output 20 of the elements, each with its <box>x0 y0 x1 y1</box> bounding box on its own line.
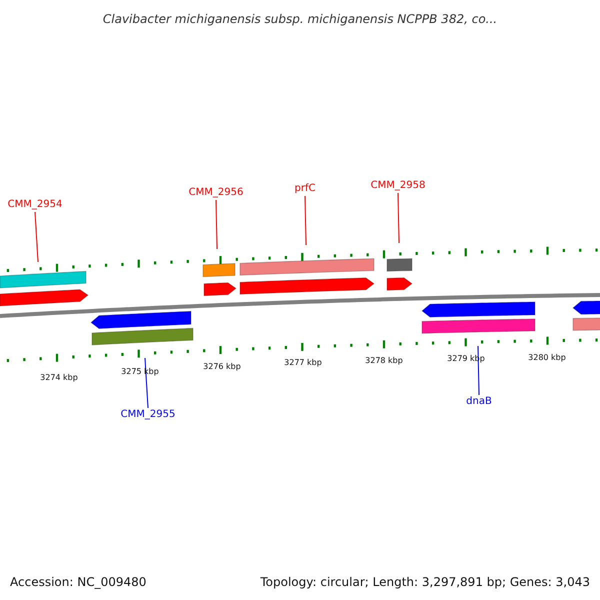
gene-label: dnaB <box>466 396 492 408</box>
leader-line <box>216 200 218 250</box>
footer-text: Accession: NC_009480 <box>10 574 146 591</box>
scale-label: 3280 kbp <box>528 352 566 364</box>
gene-label: CMM_2955 <box>120 409 176 421</box>
gene-label: CMM_2954 <box>8 199 62 211</box>
leader-line <box>144 358 148 408</box>
leader-line <box>304 196 306 246</box>
leader-line <box>34 212 38 262</box>
scale-label: 3274 kbp <box>40 372 78 384</box>
scale-label: 3277 kbp <box>284 357 322 369</box>
scale-label: 3278 kbp <box>365 355 403 367</box>
scale-label: 3276 kbp <box>203 361 241 373</box>
leader-line <box>478 346 480 396</box>
leader-line <box>398 192 400 244</box>
title: Clavibacter michiganensis subsp. michiganensis NCPPB 382, co... <box>102 11 498 28</box>
gene-label: CMM_2958 <box>370 180 426 192</box>
gene-label: CMM_2956 <box>188 187 244 199</box>
footer-text: Topology: circular; Length: 3,297,891 bp; Genes: 3,043 <box>260 574 590 591</box>
gene-label: prfC <box>294 183 316 195</box>
